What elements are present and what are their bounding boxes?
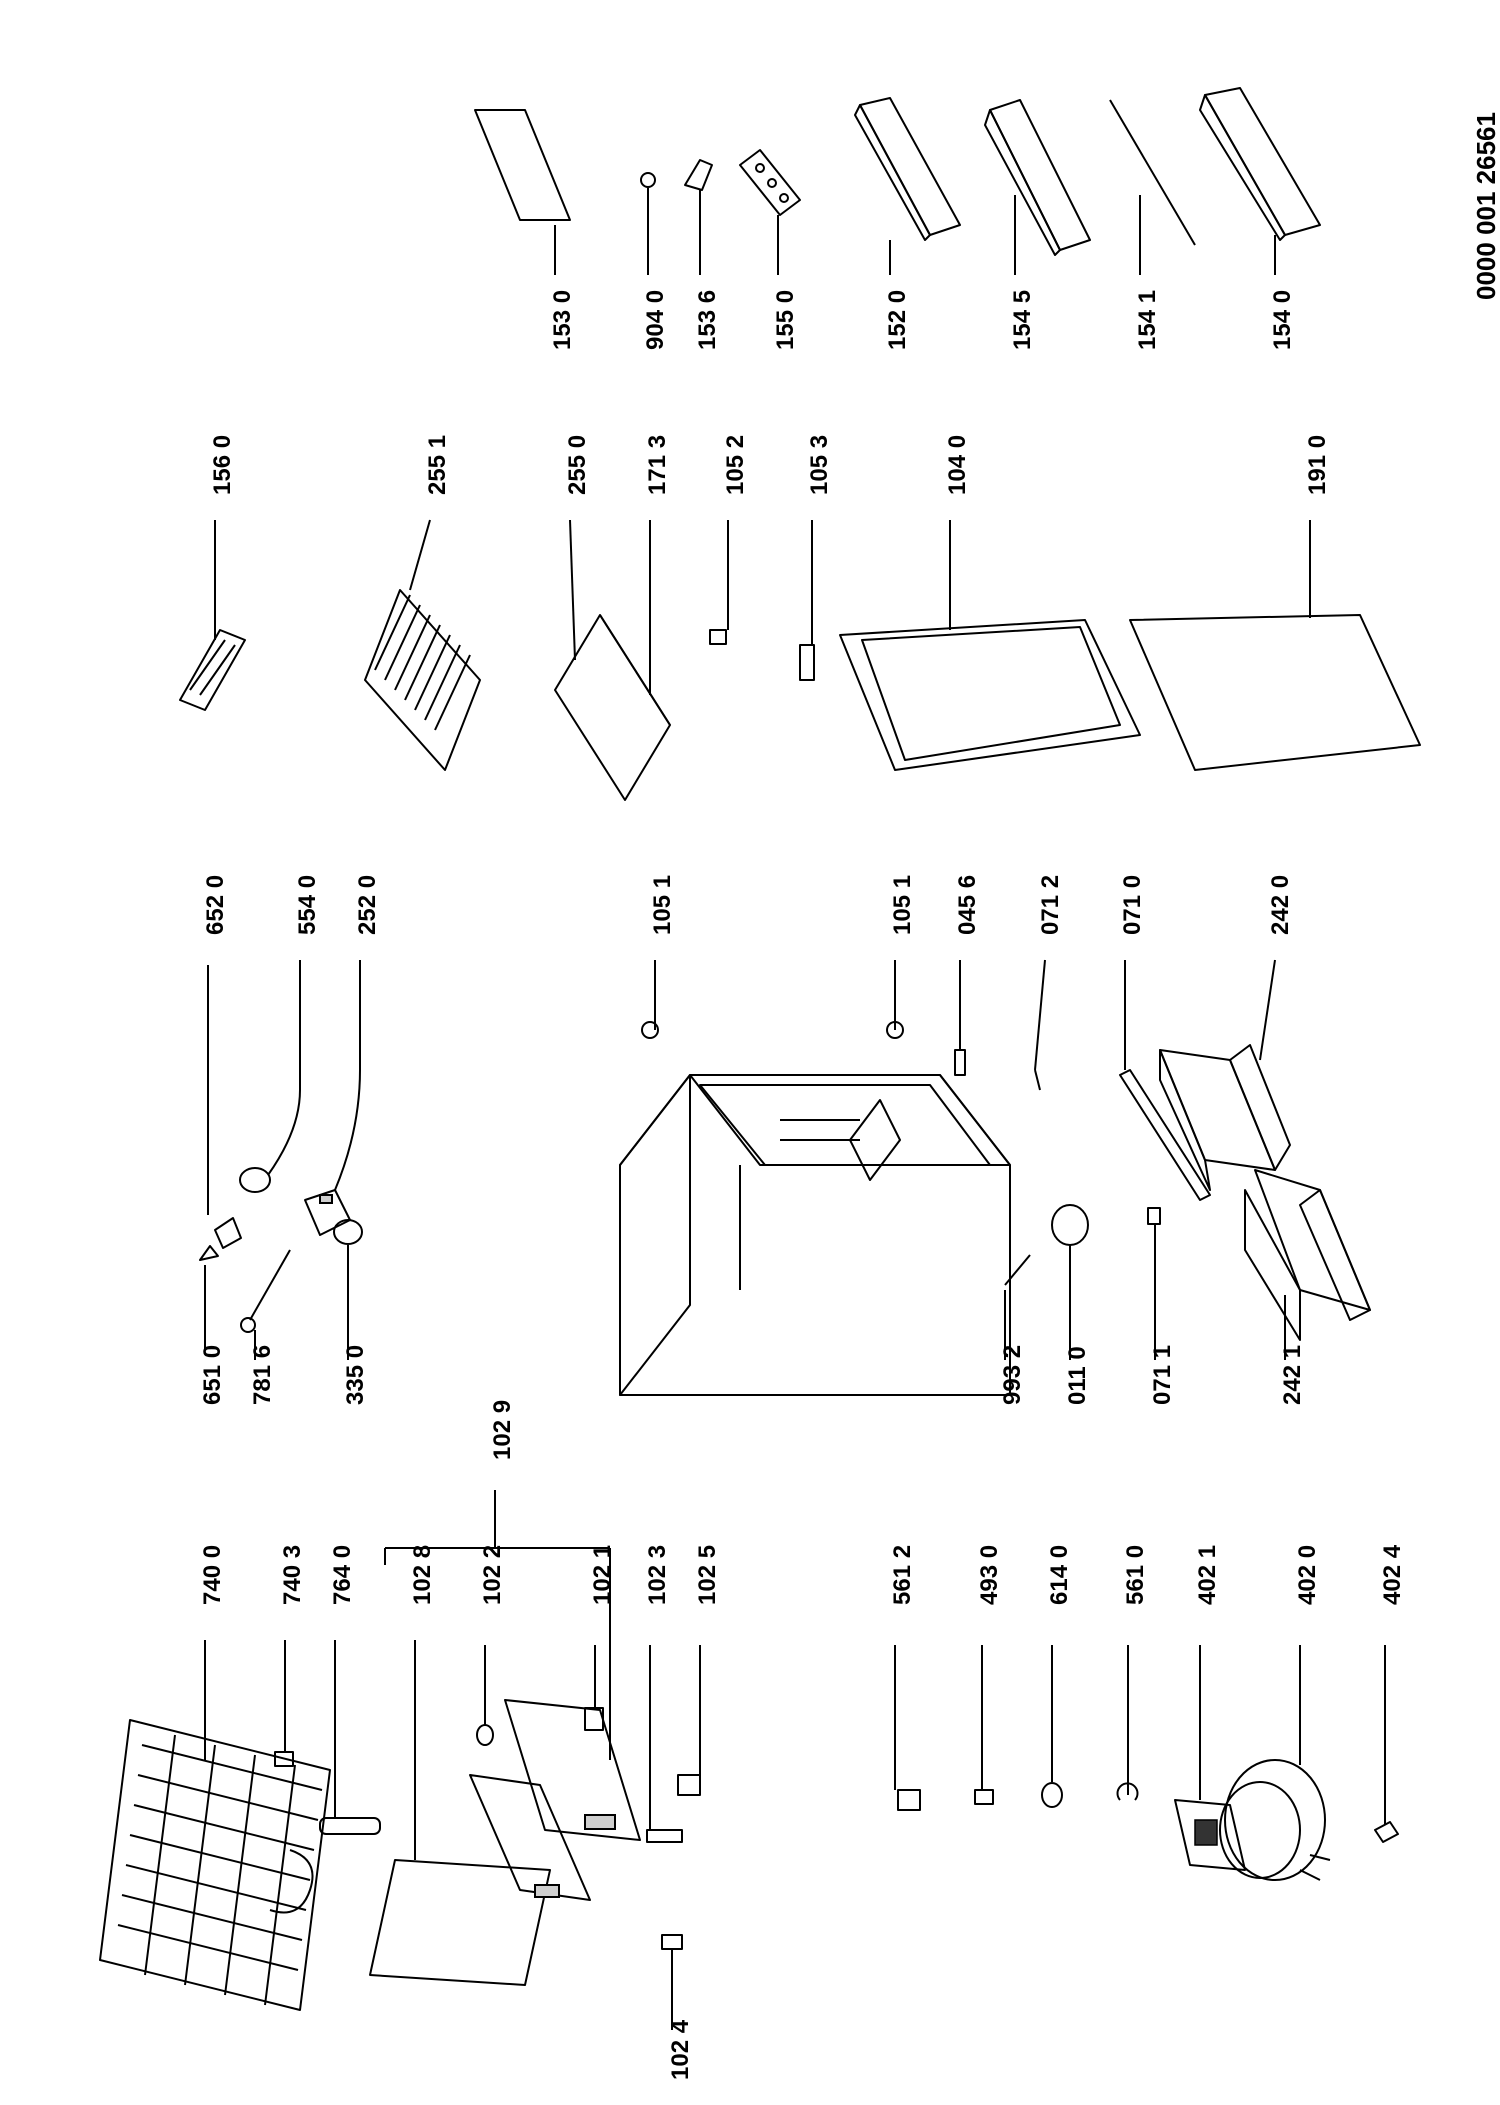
label-011-0: 011 0: [1064, 1346, 1091, 1405]
cabinet-drawing: [619, 1074, 1011, 1396]
label-102-4: 102 4: [667, 2019, 694, 2080]
part-071-2-drawing: [1034, 1069, 1041, 1091]
evaporator-coil-drawing: [99, 1719, 331, 2011]
compressor-402-0-drawing: [1219, 1759, 1331, 1881]
label-335-0: 335 0: [342, 1345, 369, 1405]
label-781-6: 781 6: [249, 1345, 276, 1405]
label-156-0: 156 0: [209, 435, 236, 495]
gasket-191-0-drawing: [1129, 614, 1421, 771]
part-402-4-drawing: [1374, 1821, 1399, 1843]
label-102-8: 102 8: [409, 1545, 436, 1605]
label-045-6: 045 6: [954, 875, 981, 935]
label-561-0: 561 0: [1122, 1545, 1149, 1605]
label-561-2: 561 2: [889, 1545, 916, 1605]
part-335-0-drawing: [333, 1219, 363, 1245]
label-104-0: 104 0: [944, 435, 971, 495]
part-153-6-drawing: [684, 159, 713, 191]
label-764-0: 764 0: [329, 1545, 356, 1605]
sensor-781-6-drawing: [240, 1249, 291, 1333]
part-045-6-drawing: [954, 1049, 966, 1076]
part-651-0-drawing: [199, 1245, 219, 1261]
label-102-5: 102 5: [694, 1545, 721, 1605]
part-561-2-drawing: [897, 1789, 921, 1811]
label-993-2: 993 2: [999, 1345, 1026, 1405]
part-011-0-drawing: [1051, 1204, 1089, 1246]
label-153-6: 153 6: [694, 290, 721, 350]
foot-071-0-drawing: [1119, 1069, 1211, 1201]
label-740-3: 740 3: [279, 1545, 306, 1605]
frame-102-8-drawing: [369, 1859, 551, 1986]
relay-402-1-drawing: [1174, 1799, 1246, 1871]
door-bin-152-0-drawing: [854, 97, 961, 241]
part-102-4-drawing: [661, 1934, 683, 1950]
label-155-0: 155 0: [772, 290, 799, 350]
part-614-0-drawing: [1041, 1782, 1063, 1808]
part-904-0-drawing: [640, 172, 656, 188]
label-105-2: 105 2: [722, 435, 749, 495]
label-105-3: 105 3: [806, 435, 833, 495]
label-402-1: 402 1: [1194, 1545, 1221, 1605]
bracket-102-9: [384, 1490, 611, 1760]
part-493-0-drawing: [974, 1789, 994, 1805]
tube-764-0-drawing: [319, 1817, 381, 1835]
label-171-3: 171 3: [644, 435, 671, 495]
thermostat-drawing: [214, 1167, 351, 1249]
label-152-0: 152 0: [884, 290, 911, 350]
door-bin-154-0-drawing: [1199, 87, 1321, 241]
label-154-0: 154 0: [1269, 290, 1296, 350]
label-102-2: 102 2: [479, 1545, 506, 1605]
document-number: 0000 001 26561: [1471, 112, 1500, 300]
shelf-255-1-drawing: [364, 589, 481, 771]
crisper-242-0-drawing: [1159, 1044, 1291, 1191]
label-154-1: 154 1: [1134, 290, 1161, 350]
knob-102-2-drawing: [476, 1724, 494, 1746]
part-153-0-drawing: [474, 109, 571, 221]
part-993-2-drawing: [1004, 1254, 1031, 1286]
label-252-0: 252 0: [354, 875, 381, 935]
label-242-1: 242 1: [1279, 1345, 1306, 1405]
label-153-0: 153 0: [549, 290, 576, 350]
label-242-0: 242 0: [1267, 875, 1294, 935]
part-105-2-drawing: [709, 629, 727, 645]
label-154-5: 154 5: [1009, 290, 1036, 350]
label-402-0: 402 0: [1294, 1545, 1321, 1605]
label-105-1-bottom: 105 1: [889, 875, 916, 935]
label-071-0: 071 0: [1119, 875, 1146, 935]
label-102-9: 102 9: [489, 1400, 516, 1460]
label-102-3: 102 3: [644, 1545, 671, 1605]
label-554-0: 554 0: [294, 875, 321, 935]
label-740-0: 740 0: [199, 1545, 226, 1605]
shelf-255-0-drawing: [554, 614, 671, 801]
part-102-5-drawing: [677, 1774, 701, 1796]
door-bin-154-5-drawing: [984, 99, 1091, 256]
label-255-0: 255 0: [564, 435, 591, 495]
control-housing-drawing: [469, 1699, 641, 1901]
label-652-0: 652 0: [202, 875, 229, 935]
hinge-105-1-top-drawing: [641, 1021, 659, 1039]
label-402-4: 402 4: [1379, 1544, 1406, 1605]
label-651-0: 651 0: [199, 1345, 226, 1405]
part-102-3-drawing: [646, 1829, 683, 1843]
label-105-1-top: 105 1: [649, 875, 676, 935]
egg-tray-155-0-drawing: [739, 149, 801, 216]
crisper-242-1-drawing: [1244, 1169, 1371, 1341]
part-156-0-drawing: [179, 629, 246, 711]
label-614-0: 614 0: [1046, 1545, 1073, 1605]
label-493-0: 493 0: [976, 1545, 1003, 1605]
label-071-2: 071 2: [1037, 875, 1064, 935]
rail-154-1-drawing: [1109, 99, 1196, 246]
door-104-0-drawing: [839, 619, 1141, 771]
label-904-0: 904 0: [642, 290, 669, 350]
part-105-3-drawing: [799, 644, 815, 681]
part-071-1-drawing: [1147, 1207, 1161, 1225]
label-255-1: 255 1: [424, 435, 451, 495]
label-071-1: 071 1: [1149, 1345, 1176, 1405]
label-102-1: 102 1: [589, 1545, 616, 1605]
label-191-0: 191 0: [1304, 435, 1331, 495]
